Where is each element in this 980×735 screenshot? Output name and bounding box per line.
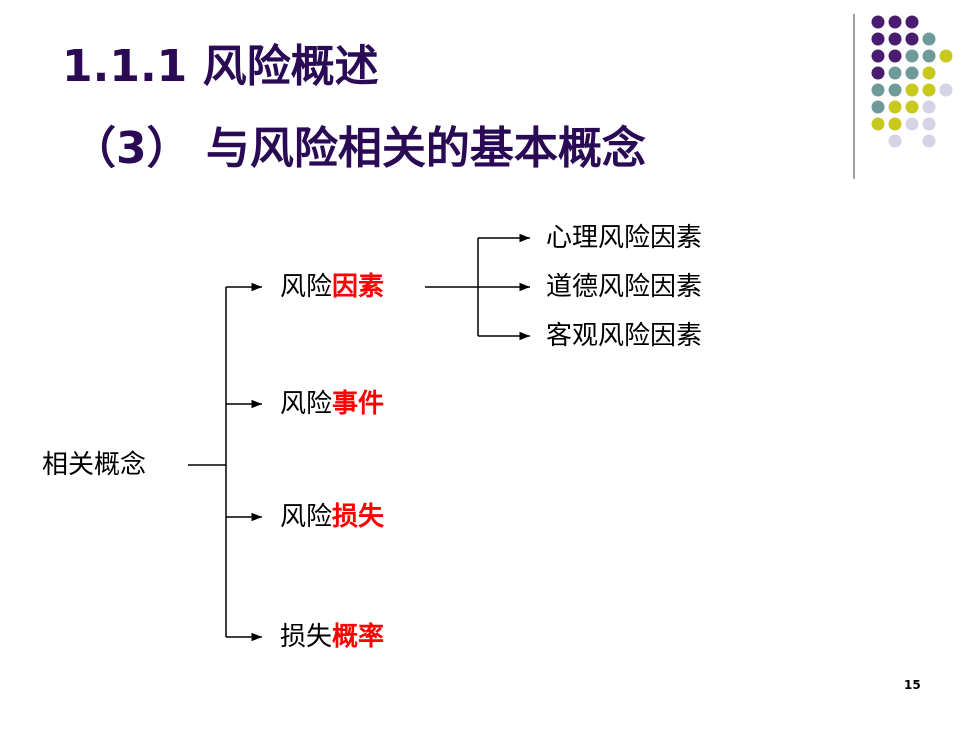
decor-dot bbox=[905, 66, 919, 80]
root-concept: 相关概念 bbox=[42, 450, 147, 480]
decor-dot bbox=[905, 32, 919, 46]
decor-dot bbox=[905, 15, 919, 29]
decor-dot bbox=[905, 100, 919, 114]
decor-dot bbox=[922, 83, 936, 97]
decor-dot bbox=[922, 100, 936, 114]
decor-dot bbox=[888, 134, 902, 148]
branch-emphasis: 损失 bbox=[332, 502, 385, 532]
branch-risk-loss: 风险损失 bbox=[280, 502, 384, 532]
factor-psychological: 心理风险因素 bbox=[546, 223, 703, 253]
decor-dot bbox=[871, 66, 885, 80]
branch-prefix: 风险 bbox=[280, 272, 333, 302]
decor-dot-grid bbox=[871, 15, 953, 148]
decor-dot bbox=[922, 32, 936, 46]
decor-dot bbox=[922, 66, 936, 80]
decor-dot bbox=[888, 66, 902, 80]
factor-moral: 道德风险因素 bbox=[546, 272, 703, 302]
decor-dot bbox=[922, 134, 936, 148]
branch-emphasis: 因素 bbox=[332, 272, 385, 302]
page-number: 15 bbox=[904, 678, 921, 692]
slide-title: 1.1.1 风险概述 bbox=[62, 41, 379, 92]
branch-loss-probability: 损失概率 bbox=[280, 622, 384, 652]
decor-dot bbox=[871, 49, 885, 63]
branch-emphasis: 概率 bbox=[332, 622, 385, 652]
decor-dot bbox=[888, 32, 902, 46]
decor-dot bbox=[871, 32, 885, 46]
branch-risk-factor: 风险因素 bbox=[280, 272, 384, 302]
decor-dot bbox=[922, 117, 936, 131]
decor-dot bbox=[939, 83, 953, 97]
decor-dot bbox=[871, 83, 885, 97]
decor-dot bbox=[888, 100, 902, 114]
decor-dot bbox=[888, 117, 902, 131]
branch-emphasis: 事件 bbox=[332, 389, 385, 419]
decor-dot bbox=[871, 117, 885, 131]
decor-dot bbox=[922, 49, 936, 63]
decor-dot bbox=[905, 49, 919, 63]
decor-dot bbox=[905, 83, 919, 97]
factor-objective: 客观风险因素 bbox=[546, 321, 703, 351]
branch-prefix: 损失 bbox=[280, 622, 333, 652]
branch-risk-event: 风险事件 bbox=[280, 389, 384, 419]
slide-subtitle: （3） 与风险相关的基本概念 bbox=[72, 123, 646, 174]
decor-dot bbox=[888, 83, 902, 97]
decor-dot bbox=[939, 49, 953, 63]
decor-dot bbox=[905, 117, 919, 131]
branch-prefix: 风险 bbox=[280, 502, 333, 532]
decor-dot bbox=[871, 15, 885, 29]
decor-dot bbox=[871, 100, 885, 114]
branch-prefix: 风险 bbox=[280, 389, 333, 419]
decor-dot bbox=[888, 15, 902, 29]
decor-divider bbox=[853, 14, 855, 179]
decor-dot bbox=[888, 49, 902, 63]
